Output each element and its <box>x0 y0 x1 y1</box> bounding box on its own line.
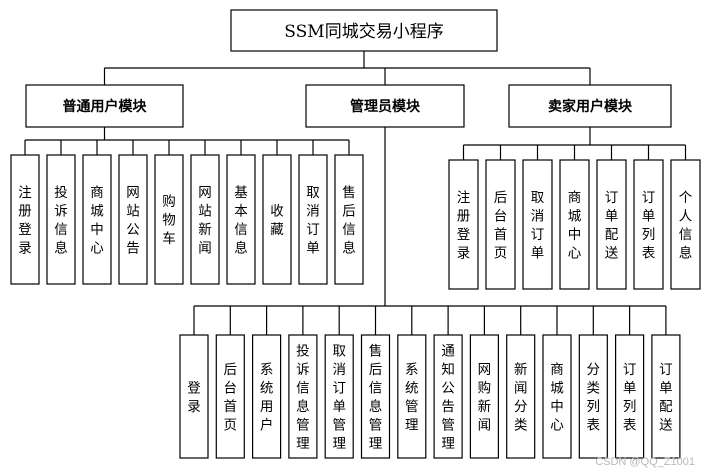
user-leaf-node: 售后信息 <box>334 154 364 285</box>
seller-leaf-label: 订单列表 <box>642 190 656 262</box>
user-leaf-label: 投诉信息 <box>54 185 68 257</box>
root-label: SSM同城交易小程序 <box>284 22 443 42</box>
user-leaf-label: 基本信息 <box>234 184 248 257</box>
module-label-seller: 卖家用户模块 <box>548 98 633 115</box>
watermark: CSDN @QQ_Z1001 <box>595 456 695 468</box>
admin-leaf-label: 登录 <box>187 380 201 415</box>
admin-leaf-label: 通知公告管理 <box>441 343 455 452</box>
admin-leaf-node: 新闻分类 <box>506 334 536 459</box>
user-leaf-label: 商城中心 <box>90 185 104 257</box>
leaf-nodes: 注册登录投诉信息商城中心网站公告购物车网站新闻基本信息收藏取消订单售后信息登录后… <box>10 154 701 459</box>
user-leaf-label: 购物车 <box>162 194 176 247</box>
module-label-user: 普通用户模块 <box>63 98 148 115</box>
module-node-user: 普通用户模块 <box>25 84 184 128</box>
admin-leaf-node: 登录 <box>179 334 209 459</box>
seller-leaf-label: 取消订单 <box>531 190 545 262</box>
user-leaf-node: 收藏 <box>262 154 292 285</box>
admin-leaf-node: 分类列表 <box>578 334 608 459</box>
admin-leaf-label: 订单配送 <box>659 362 673 434</box>
user-leaf-label: 售后信息 <box>342 185 356 257</box>
admin-leaf-label: 取消订单管理 <box>332 343 346 452</box>
admin-leaf-node: 投诉信息管理 <box>288 334 318 459</box>
user-leaf-node: 基本信息 <box>226 154 256 285</box>
admin-leaf-node: 系统用户 <box>252 334 282 459</box>
admin-leaf-node: 网购新闻 <box>469 334 499 459</box>
admin-leaf-label: 分类列表 <box>587 362 601 434</box>
admin-leaf-node: 订单列表 <box>614 334 645 459</box>
user-leaf-node: 购物车 <box>154 154 184 285</box>
admin-leaf-label: 网购新闻 <box>478 362 492 434</box>
seller-leaf-label: 后台首页 <box>494 190 508 262</box>
admin-leaf-node: 商城中心 <box>542 334 572 459</box>
module-label-admin: 管理员模块 <box>350 98 421 115</box>
seller-leaf-node: 商城中心 <box>559 159 590 290</box>
admin-leaf-node: 系统管理 <box>397 334 427 459</box>
seller-leaf-node: 取消订单 <box>522 159 553 290</box>
admin-leaf-label: 新闻分类 <box>514 362 528 434</box>
user-leaf-node: 网站公告 <box>118 154 148 285</box>
seller-leaf-node: 注册登录 <box>448 159 479 290</box>
admin-leaf-node: 售后信息管理 <box>360 334 391 459</box>
admin-leaf-node: 订单配送 <box>651 334 681 459</box>
seller-leaf-node: 后台首页 <box>485 159 516 290</box>
user-leaf-label: 网站公告 <box>126 185 140 257</box>
connector-lines <box>24 51 687 335</box>
seller-leaf-node: 个人信息 <box>670 159 701 290</box>
user-leaf-node: 注册登录 <box>10 154 40 285</box>
user-leaf-label: 收藏 <box>270 203 284 238</box>
admin-leaf-label: 后台首页 <box>224 362 238 434</box>
admin-leaf-node: 通知公告管理 <box>433 334 463 459</box>
admin-leaf-label: 售后信息管理 <box>369 343 383 452</box>
seller-leaf-label: 商城中心 <box>568 190 582 262</box>
seller-leaf-label: 注册登录 <box>457 190 471 262</box>
user-leaf-label: 取消订单 <box>306 185 320 257</box>
admin-leaf-label: 系统管理 <box>405 362 419 434</box>
admin-leaf-label: 系统用户 <box>260 362 274 434</box>
user-leaf-node: 投诉信息 <box>46 154 76 285</box>
user-leaf-label: 注册登录 <box>18 185 32 257</box>
seller-leaf-label: 个人信息 <box>679 190 693 262</box>
root-node: SSM同城交易小程序 <box>230 9 498 52</box>
user-leaf-label: 网站新闻 <box>198 185 212 257</box>
module-node-seller: 卖家用户模块 <box>508 84 672 128</box>
admin-leaf-node: 后台首页 <box>215 334 245 459</box>
seller-leaf-node: 订单配送 <box>596 159 627 290</box>
user-leaf-node: 商城中心 <box>82 154 112 285</box>
admin-leaf-node: 取消订单管理 <box>324 334 354 459</box>
admin-leaf-label: 商城中心 <box>550 362 564 434</box>
user-leaf-node: 取消订单 <box>298 154 328 285</box>
module-node-admin: 管理员模块 <box>305 84 465 128</box>
user-leaf-node: 网站新闻 <box>190 154 220 285</box>
admin-leaf-label: 投诉信息管理 <box>296 343 310 452</box>
admin-leaf-label: 订单列表 <box>623 362 637 434</box>
seller-leaf-node: 订单列表 <box>633 159 664 290</box>
seller-leaf-label: 订单配送 <box>605 190 619 262</box>
